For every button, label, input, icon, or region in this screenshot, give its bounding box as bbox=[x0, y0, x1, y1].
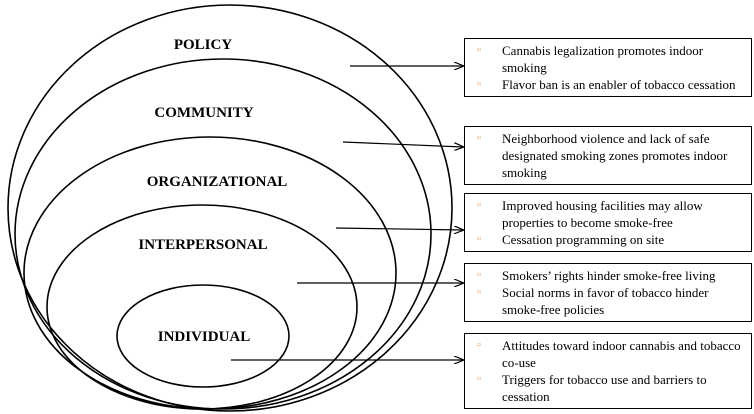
bullet-icon: ▫ bbox=[477, 286, 481, 298]
level-label-organizational: ORGANIZATIONAL bbox=[147, 174, 288, 190]
level-label-individual: INDIVIDUAL bbox=[158, 329, 251, 345]
factor-box-policy: ▫Cannabis legalization promotes indoor s… bbox=[464, 38, 752, 97]
arrow-organizational bbox=[335, 228, 463, 230]
ellipse-interpersonal bbox=[46, 204, 358, 410]
factor-box-interpersonal: ▫Smokers’ rights hinder smoke-free livin… bbox=[464, 263, 752, 322]
bullet-icon: ▫ bbox=[477, 199, 481, 211]
ellipse-individual bbox=[116, 284, 290, 388]
factor-item: ▫Attitudes toward indoor cannabis and to… bbox=[477, 338, 741, 370]
bullet-icon: ▫ bbox=[477, 339, 481, 351]
factor-item: ▫Cessation programming on site bbox=[477, 232, 665, 247]
bullet-icon: ▫ bbox=[477, 269, 481, 281]
factor-item: ▫Flavor ban is an enabler of tobacco ces… bbox=[477, 77, 736, 92]
bullet-icon: ▫ bbox=[477, 132, 481, 144]
factor-item: ▫Social norms in favor of tobacco hinder… bbox=[477, 285, 709, 317]
factor-box-individual: ▫Attitudes toward indoor cannabis and to… bbox=[464, 333, 752, 409]
factor-item: ▫Triggers for tobacco use and barriers t… bbox=[477, 372, 707, 404]
ellipse-policy bbox=[7, 4, 453, 412]
factor-box-organizational: ▫ Improved housing facilities may allow … bbox=[464, 193, 752, 252]
bullet-icon: ▫ bbox=[477, 233, 481, 245]
bullet-icon: ▫ bbox=[477, 78, 481, 90]
bullet-icon: ▫ bbox=[477, 44, 481, 56]
level-label-interpersonal: INTERPERSONAL bbox=[138, 237, 267, 253]
level-label-policy: POLICY bbox=[174, 37, 233, 53]
factor-item: ▫ Improved housing facilities may allow … bbox=[477, 198, 703, 230]
level-label-community: COMMUNITY bbox=[154, 105, 253, 121]
bullet-icon: ▫ bbox=[477, 373, 481, 385]
factor-item: ▫Cannabis legalization promotes indoor s… bbox=[477, 43, 704, 75]
factor-box-community: ▫Neighborhood violence and lack of safe … bbox=[464, 126, 752, 185]
factor-item: ▫Neighborhood violence and lack of safe … bbox=[477, 131, 728, 180]
factor-item: ▫Smokers’ rights hinder smoke-free livin… bbox=[477, 268, 716, 283]
arrow-community bbox=[342, 141, 463, 147]
